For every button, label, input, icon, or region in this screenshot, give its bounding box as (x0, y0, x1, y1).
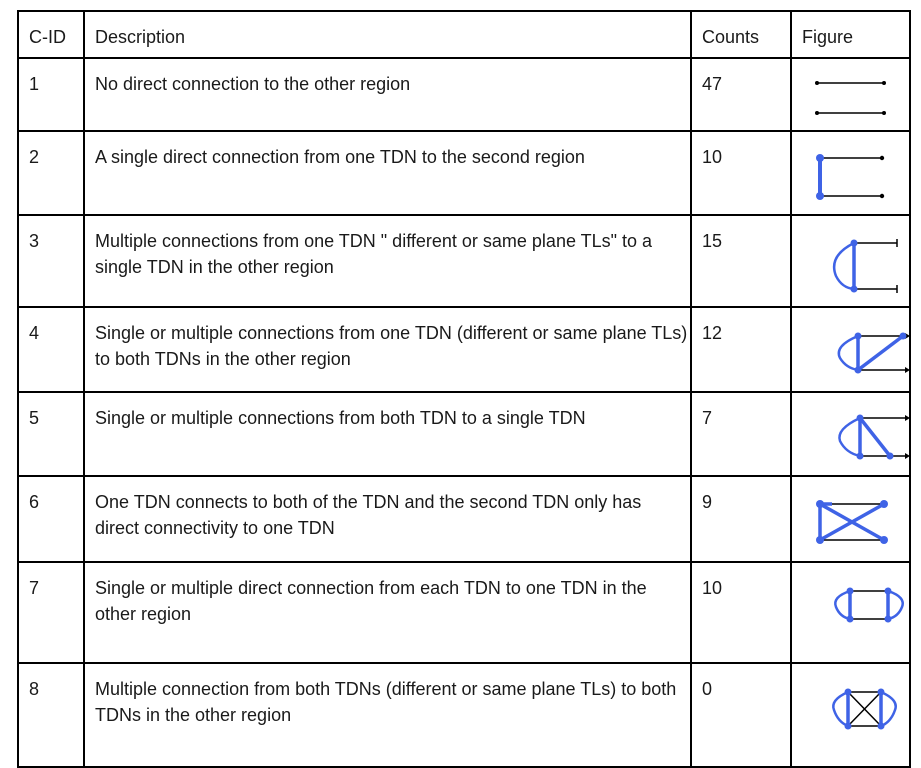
description-cell: Single or multiple connections from one … (83, 306, 692, 393)
table-row: 4 Single or multiple connections from on… (17, 306, 911, 393)
count-cell: 15 (690, 214, 792, 308)
cid-cell: 3 (17, 214, 85, 308)
count-cell: 9 (690, 475, 792, 563)
table-row: 3 Multiple connections from one TDN " di… (17, 214, 911, 308)
table-row: 7 Single or multiple direct connection f… (17, 561, 911, 664)
cid-cell: 8 (17, 662, 85, 768)
figure-cell (790, 391, 911, 477)
description-cell: Single or multiple connections from both… (83, 391, 692, 477)
count-cell: 7 (690, 391, 792, 477)
figure-cell (790, 662, 911, 768)
figure-cell (790, 130, 911, 216)
table-header-row: C-ID Description Counts Figure (17, 10, 911, 59)
header-counts: Counts (690, 10, 792, 59)
cross-connection-icon (816, 500, 888, 544)
each-tdn-direct-connection-icon (834, 587, 904, 623)
description-cell: No direct connection to the other region (83, 57, 692, 132)
full-mesh-connection-icon (832, 688, 897, 730)
table-row: 1 No direct connection to the other regi… (17, 57, 911, 132)
connections-to-both-tdns-icon (837, 332, 910, 374)
cid-cell: 1 (17, 57, 85, 132)
cid-cell: 5 (17, 391, 85, 477)
figure-cell (790, 57, 911, 132)
cid-cell: 7 (17, 561, 85, 664)
header-description: Description (83, 10, 692, 59)
both-tdn-to-single-icon (838, 414, 910, 460)
figure-cell (790, 561, 911, 664)
two-parallel-lines-icon (815, 81, 886, 115)
table-row: 2 A single direct connection from one TD… (17, 130, 911, 216)
multiple-connections-single-tdn-icon (832, 239, 898, 293)
cid-cell: 6 (17, 475, 85, 563)
description-cell: Multiple connections from one TDN " diff… (83, 214, 692, 308)
count-cell: 10 (690, 561, 792, 664)
header-cid: C-ID (17, 10, 85, 59)
cid-cell: 2 (17, 130, 85, 216)
connection-types-table: C-ID Description Counts Figure 1 No dire… (17, 10, 911, 768)
table-row: 5 Single or multiple connections from bo… (17, 391, 911, 477)
count-cell: 47 (690, 57, 792, 132)
header-figure: Figure (790, 10, 911, 59)
figure-cell (790, 214, 911, 308)
description-cell: One TDN connects to both of the TDN and … (83, 475, 692, 563)
count-cell: 0 (690, 662, 792, 768)
single-vertical-connection-icon (816, 154, 885, 200)
description-cell: A single direct connection from one TDN … (83, 130, 692, 216)
count-cell: 12 (690, 306, 792, 393)
table-row: 8 Multiple connection from both TDNs (di… (17, 662, 911, 768)
count-cell: 10 (690, 130, 792, 216)
cid-cell: 4 (17, 306, 85, 393)
figure-cell (790, 306, 911, 393)
description-cell: Multiple connection from both TDNs (diff… (83, 662, 692, 768)
figure-cell (790, 475, 911, 563)
table-row: 6 One TDN connects to both of the TDN an… (17, 475, 911, 563)
description-cell: Single or multiple direct connection fro… (83, 561, 692, 664)
